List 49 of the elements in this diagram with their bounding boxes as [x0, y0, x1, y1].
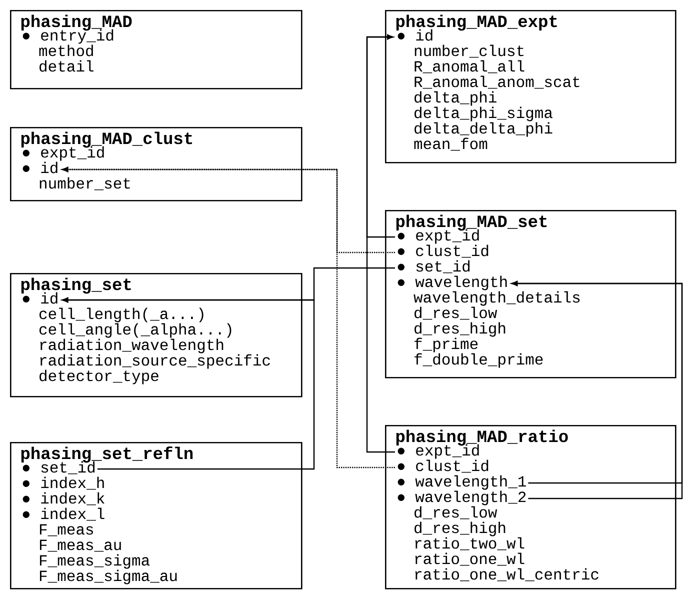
field-name: ● id — [22, 292, 58, 304]
field-name: F_meas_sigma_au — [40, 570, 177, 584]
field-name: cell_angle(_alpha...) — [40, 323, 232, 338]
field-name: f_double_prime — [414, 353, 543, 368]
field-name: number_clust — [414, 44, 524, 58]
field-name: detail — [40, 60, 94, 72]
field-name: radiation_source_specific — [40, 354, 270, 369]
field-name: d_res_low — [414, 306, 498, 320]
field-name: ratio_one_wl — [415, 552, 524, 566]
field-name: d_res_high — [414, 322, 506, 337]
field-name: mean_fom — [414, 138, 488, 151]
field-name: number_set — [40, 177, 130, 190]
field-name: delta_phi_sigma — [414, 106, 552, 122]
field-name: cell_length(_a...) — [40, 308, 204, 322]
field-name: ● set_id — [22, 461, 95, 474]
field-name: ● wavelength_2 — [398, 490, 526, 506]
field-name: F_meas — [40, 524, 94, 536]
field-name: f_prime — [414, 338, 478, 352]
field-name: ● id — [398, 29, 432, 41]
field-name: detector_type — [40, 370, 158, 384]
field-name: ratio_one_wl_centric — [415, 568, 598, 582]
field-name: ● expt_id — [398, 229, 479, 244]
field-name: ● index_k — [22, 492, 104, 506]
field-name: delta_phi — [414, 91, 496, 106]
field-name: d_res_low — [414, 506, 498, 520]
field-name: ● clust_id — [398, 460, 488, 473]
field-name: ● wavelength — [398, 276, 507, 290]
field-name: d_res_high — [414, 522, 506, 536]
field-name: radiation_wavelength — [40, 338, 224, 354]
field-name: ● expt_id — [398, 444, 479, 459]
field-name: delta_delta_phi — [414, 122, 552, 137]
field-name: wavelength_details — [414, 291, 580, 306]
field-name: ● id — [22, 162, 58, 174]
field-name: F_meas_sigma — [40, 554, 150, 569]
connector-arrow — [62, 297, 315, 470]
field-name: ● wavelength_1 — [398, 475, 526, 490]
connector-arrow — [62, 166, 395, 468]
field-name: ● clust_id — [398, 244, 488, 258]
field-name: ● entry_id — [22, 29, 114, 44]
field-name: R_anomal_anom_scat — [414, 76, 580, 89]
connector-arrow — [366, 34, 395, 453]
field-name: ● index_h — [22, 476, 104, 490]
field-name: ● expt_id — [22, 146, 104, 161]
field-name: ● index_l — [22, 508, 104, 521]
field-name: ratio_two_wl — [415, 537, 524, 550]
field-name: method — [39, 44, 93, 56]
field-name: R_anomal_all — [414, 60, 524, 74]
field-name: ● set_id — [398, 260, 470, 274]
field-name: F_meas_au — [40, 540, 121, 552]
